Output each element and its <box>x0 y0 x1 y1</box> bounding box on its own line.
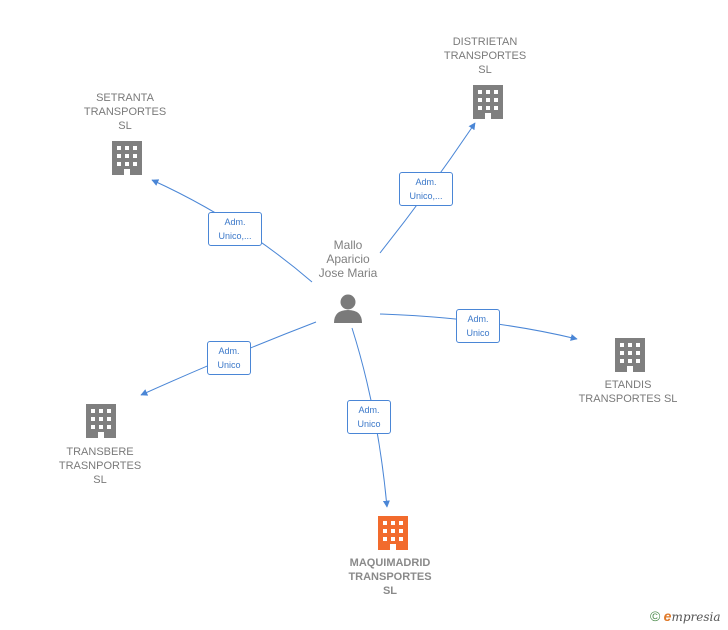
role-box-maquimadrid[interactable]: Adm. Unico <box>347 400 391 434</box>
company-label-transbere[interactable]: TRANSBERE TRASNPORTES SL <box>58 446 142 486</box>
building-icon-setranta[interactable] <box>112 141 142 175</box>
role-box-distrietan[interactable]: Adm. Unico,... <box>399 172 453 206</box>
role-line-2: Unico <box>217 360 241 370</box>
building-icon-etandis[interactable] <box>615 338 645 372</box>
person-icon[interactable] <box>334 294 362 324</box>
role-box-setranta[interactable]: Adm. Unico,... <box>208 212 262 246</box>
role-line-1: Adm. <box>224 217 246 227</box>
role-line-2: Unico,... <box>218 231 252 241</box>
role-line-2: Unico <box>466 328 490 338</box>
company-label-maquimadrid[interactable]: MAQUIMADRID TRANSPORTES SL <box>348 557 432 597</box>
company-label-distrietan[interactable]: DISTRIETAN TRANSPORTES SL <box>443 36 527 76</box>
brand-name: mpresia <box>671 610 721 624</box>
role-line-1: Adm. <box>358 405 380 415</box>
person-label[interactable]: Mallo Aparicio Jose Maria <box>318 238 378 280</box>
company-label-etandis[interactable]: ETANDIS TRANSPORTES SL <box>578 379 678 405</box>
footer-brand: © empresia <box>650 608 721 624</box>
role-line-2: Unico,... <box>409 191 443 201</box>
role-line-1: Adm. <box>467 314 489 324</box>
role-box-transbere[interactable]: Adm. Unico <box>207 341 251 375</box>
brand-logo-initial: e <box>663 608 672 624</box>
role-line-1: Adm. <box>415 177 437 187</box>
building-icon-distrietan[interactable] <box>473 85 503 119</box>
company-label-setranta[interactable]: SETRANTA TRANSPORTES SL <box>83 92 167 132</box>
role-box-etandis[interactable]: Adm. Unico <box>456 309 500 343</box>
building-icon-transbere[interactable] <box>86 404 116 438</box>
role-line-2: Unico <box>357 419 381 429</box>
role-line-1: Adm. <box>218 346 240 356</box>
copyright-symbol: © <box>650 608 661 624</box>
building-icon-maquimadrid[interactable] <box>378 516 408 550</box>
